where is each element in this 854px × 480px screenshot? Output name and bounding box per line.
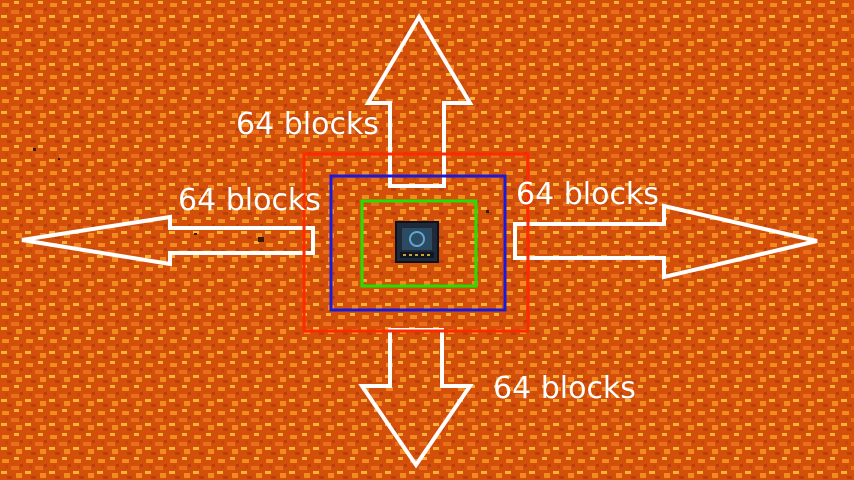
arrow-down-icon xyxy=(358,328,474,469)
spawner-block-icon xyxy=(395,221,439,263)
distance-label-left: 64 blocks xyxy=(178,183,321,218)
arrow-up-icon xyxy=(364,13,474,188)
inner-range-square xyxy=(360,199,478,288)
arrow-left-icon xyxy=(21,214,315,267)
outer-range-square xyxy=(302,152,530,333)
middle-range-square xyxy=(329,174,507,312)
distance-label-bottom: 64 blocks xyxy=(493,371,636,406)
debris-specks xyxy=(33,148,489,242)
distance-label-right: 64 blocks xyxy=(516,177,659,212)
arrow-right-icon xyxy=(513,203,818,280)
distance-label-top: 64 blocks xyxy=(236,107,379,142)
